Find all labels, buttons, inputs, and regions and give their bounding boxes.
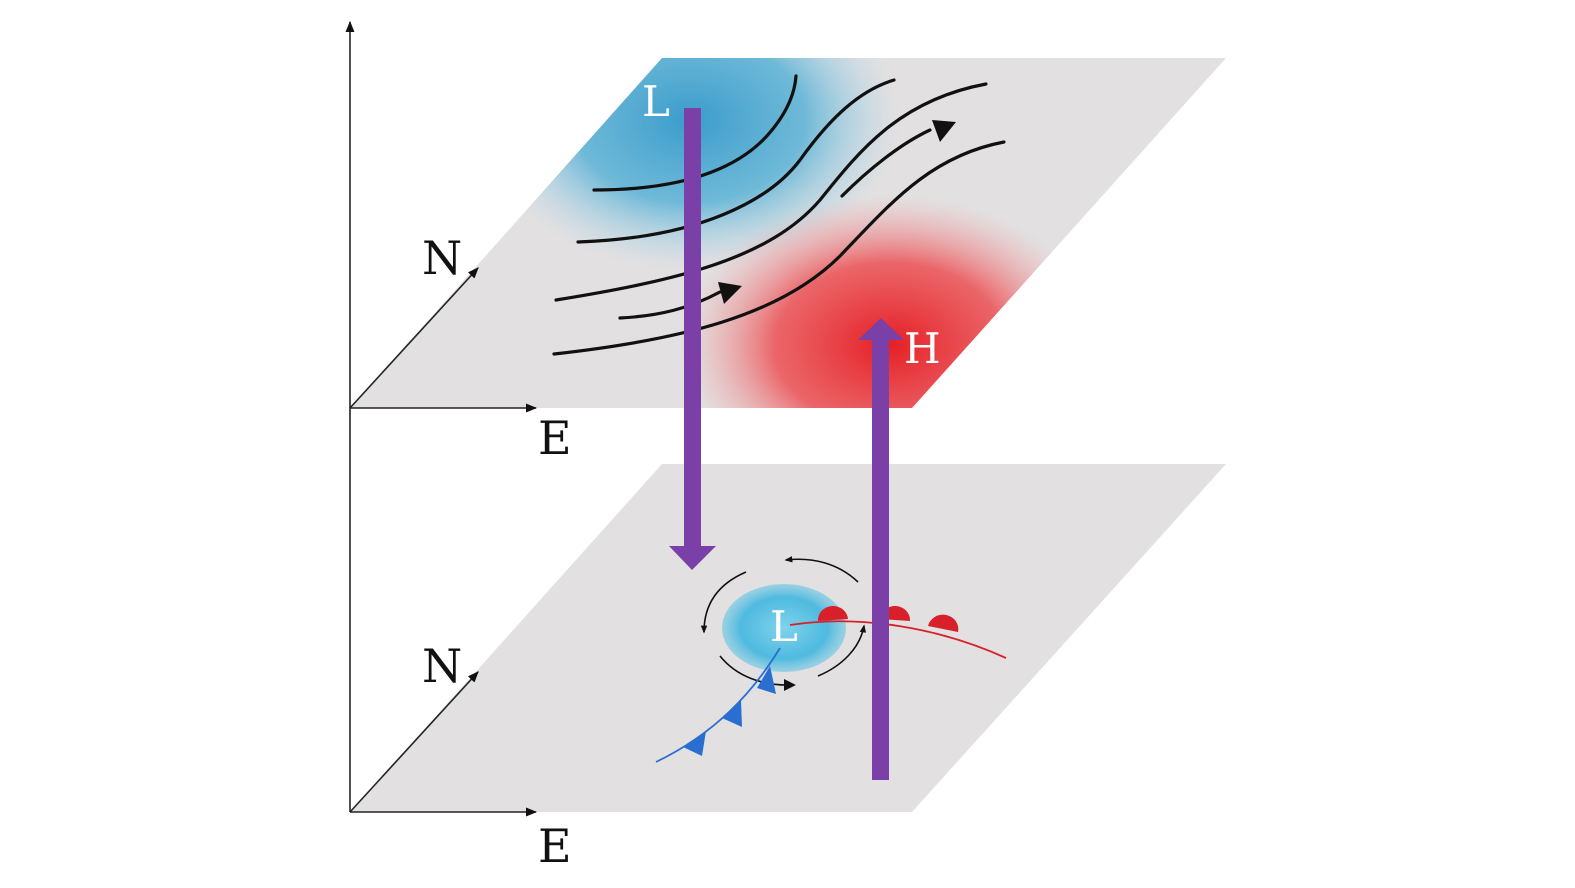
upper-east-label: E [538, 411, 572, 465]
upper-north-label: N [422, 231, 462, 285]
cyclonic-circulation [700, 556, 866, 686]
streamline-arrowhead-west [718, 282, 742, 304]
streamline-arrowhead-east [932, 120, 956, 142]
surface-low-area [722, 584, 846, 672]
surface-low-label: L [770, 602, 798, 651]
ascending-arrow-shaft [872, 338, 889, 780]
ascending-arrow-head [858, 318, 904, 340]
upper-warm-ridge [680, 195, 1100, 408]
upper-streamlines [552, 74, 1006, 356]
surface-east-label: E [538, 819, 572, 873]
surface-north-label: N [422, 639, 462, 693]
upper-low-label: L [642, 77, 670, 126]
warm-front-line [789, 620, 1007, 659]
upper-high-label: H [904, 324, 941, 373]
descending-arrow-head [669, 546, 716, 570]
upper-north-axis [349, 267, 479, 409]
cold-front-triangles [683, 666, 776, 756]
surface-north-axis [349, 671, 479, 813]
circulation-arrowhead [784, 679, 796, 691]
descending-arrow-shaft [684, 108, 701, 548]
